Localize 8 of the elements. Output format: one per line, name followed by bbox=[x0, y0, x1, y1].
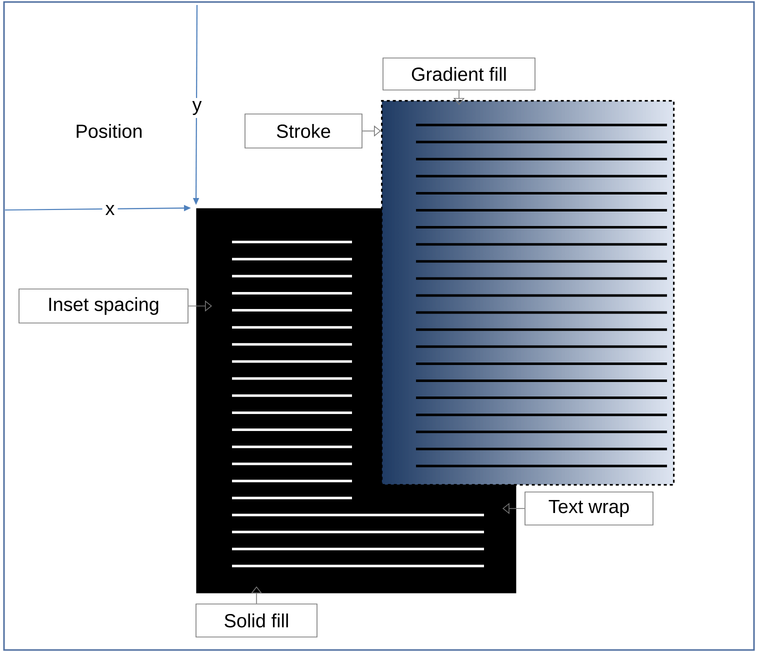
callout-box: Text wrap bbox=[524, 492, 654, 526]
callout-box: Stroke bbox=[244, 114, 362, 148]
callout-box: Solid fill bbox=[196, 604, 318, 638]
label: Position bbox=[76, 124, 142, 138]
callout-box: Inset spacing bbox=[18, 288, 188, 324]
edge-label: y bbox=[189, 98, 205, 118]
callout-box: Gradient fill bbox=[382, 58, 536, 90]
edge-label: x bbox=[102, 202, 118, 218]
